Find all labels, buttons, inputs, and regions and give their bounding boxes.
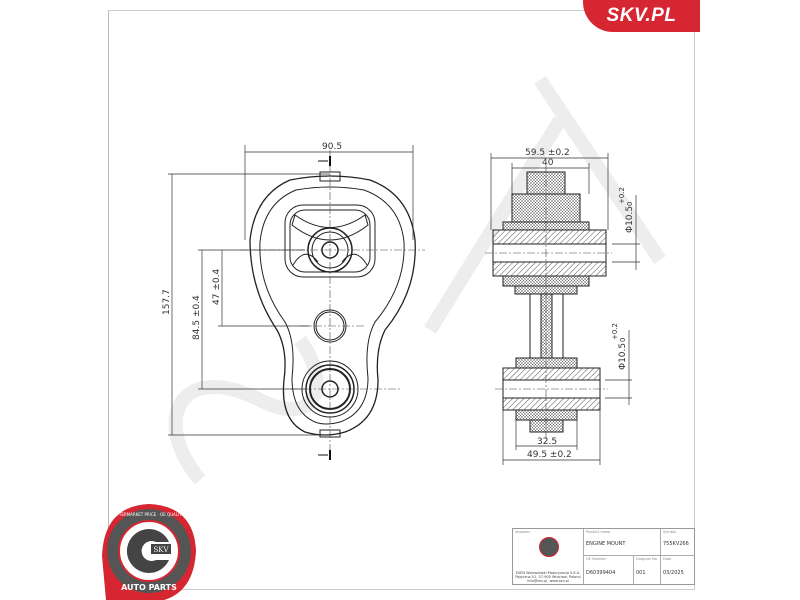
dim-top-inner-width: 40 [542, 158, 554, 168]
dim-bottom-inner-width: 32.5 [537, 437, 557, 447]
diagram-no: 001 [636, 570, 646, 576]
dim-bottom-bore-tol-upper: +0.2 [611, 323, 619, 340]
product-name: ENGINE MOUNT [586, 541, 626, 547]
title-block: Importer ESEN Wojewódzki Motoryzacja S.K… [512, 528, 695, 585]
tb-date: Date 03/2025 [660, 556, 695, 584]
dim-width: 90.5 [322, 142, 342, 152]
front-view [249, 171, 416, 438]
oe-number: D60399404 [586, 570, 616, 576]
badge-center-text: SKV [153, 546, 169, 554]
brand-logo[interactable]: SKV.PL [583, 0, 700, 32]
badge-top-text: AFTERMARKET PRICE · OE QUALITY [114, 512, 185, 517]
tb-importer: Importer ESEN Wojewódzki Motoryzacja S.K… [513, 529, 583, 584]
dim-top-bore: Φ10.5 [625, 206, 635, 233]
drawing-frame [108, 10, 695, 590]
tb-oe-number: OE Number D60399404 [583, 556, 633, 584]
dim-bottom-bore-tol-lower: 0 [619, 338, 627, 342]
brand-label: SKV.PL [606, 5, 677, 26]
date-label: Date [663, 557, 672, 561]
tb-diagram-no: Diagram No 001 [633, 556, 660, 584]
watermark [168, 76, 666, 485]
symbol-label: Symbol [663, 530, 677, 534]
diagram-no-label: Diagram No [636, 557, 657, 561]
date: 03/2025 [663, 570, 684, 576]
dim-top-bore-tol-upper: +0.2 [618, 187, 626, 204]
dim-bottom-outer-width: 49.5 ±0.2 [527, 450, 572, 460]
badge-bottom-text: AUTO PARTS [121, 583, 177, 592]
importer-logo-icon [539, 537, 559, 557]
dim-top-bore-tol-lower: 0 [626, 202, 634, 206]
oe-number-label: OE Number [586, 557, 607, 561]
dim-total-height: 157.7 [162, 289, 172, 315]
product-name-label: Product name [586, 530, 611, 534]
importer-label: Importer [515, 530, 531, 534]
dim-top-outer-width: 59.5 ±0.2 [525, 148, 570, 158]
dim-center-to-hole: 47 ±0.4 [212, 269, 222, 305]
importer-address: ESEN Wojewódzki Motoryzacja S.K.A. Pajęc… [515, 571, 581, 583]
dim-center-to-center: 84.5 ±0.4 [192, 295, 202, 340]
tb-product-name: Product name ENGINE MOUNT [583, 529, 660, 556]
tb-symbol: Symbol 755KV266 [660, 529, 695, 556]
skv-auto-parts-badge: SKV AUTO PARTS AFTERMARKET PRICE · OE QU… [102, 504, 196, 600]
dim-bottom-bore: Φ10.5 [618, 343, 628, 370]
symbol: 755KV266 [663, 541, 689, 547]
